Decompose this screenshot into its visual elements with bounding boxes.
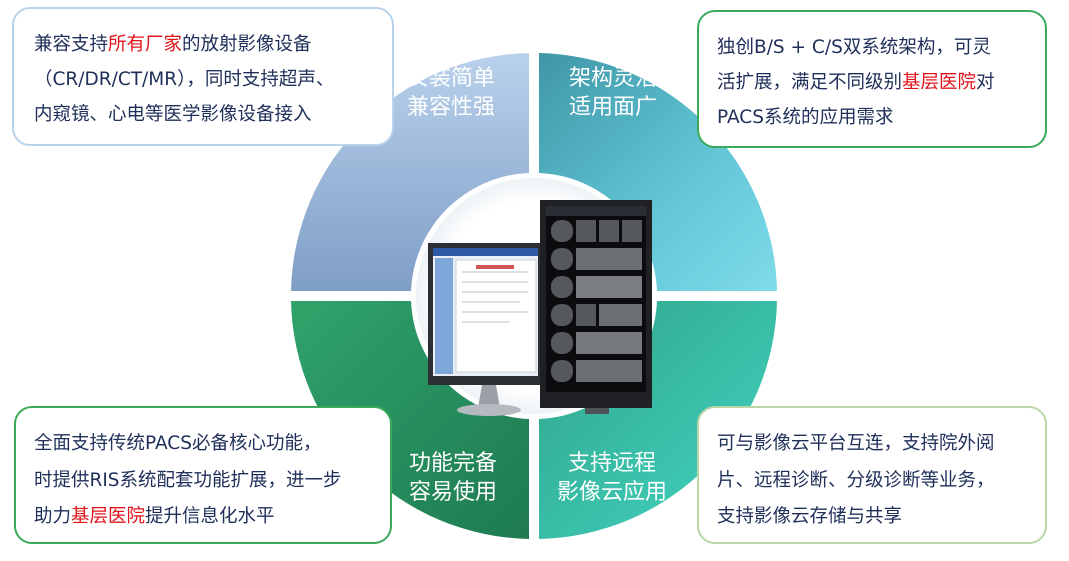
box-text: 助力 [34,506,72,527]
box-text: 提升信息化水平 [145,506,275,527]
box-line: PACS系统的应用需求 [717,107,894,128]
box-text: 对 [976,72,995,93]
box-text: 的放射影像设备 [182,34,312,55]
quadrant-label-bottom-left: 功能完备 容易使用 [404,449,502,507]
box-line: 内窥镜、心电等医学影像设备接入 [34,104,312,125]
box-line: 支持影像云存储与共享 [717,506,903,527]
feature-box-top-right: 独创B/S + C/S双系统架构，可灵 活扩展，满足不同级别基层医院对 PACS… [697,10,1047,148]
highlight-text: 基层医院 [902,72,977,93]
quadrant-bottom-left [291,301,529,539]
quadrant-label-top-right: 架构灵活 适用面广 [564,64,662,122]
box-line: 活扩展，满足不同级别基层医院对 [717,65,995,100]
quadrant-bottom-right [539,301,777,539]
box-line: 全面支持传统PACS必备核心功能， [34,433,322,454]
quadrant-label-bottom-right: 支持远程 影像云应用 [553,449,671,507]
box-line: 时提供RIS系统配套功能扩展，进一步 [34,470,342,491]
monitors-illustration [428,200,652,416]
highlight-text: 基层医院 [71,506,146,527]
highlight-text: 所有厂家 [108,34,183,55]
quadrant-label-line: 支持远程 [567,451,656,476]
quadrant-top-left [291,53,529,291]
quadrant-label-line: 安装简单 [406,66,495,91]
quadrant-label-line: 影像云应用 [556,480,667,505]
box-line: （CR/DR/CT/MR），同时支持超声、 [34,69,335,90]
feature-box-top-left: 兼容支持所有厂家的放射影像设备 （CR/DR/CT/MR），同时支持超声、 内窥… [12,7,394,146]
right-monitor [540,200,652,414]
box-line: 独创B/S + C/S双系统架构，可灵 [717,37,991,58]
box-line: 片、远程诊断、分级诊断等业务， [717,470,995,491]
quadrant-label-line: 适用面广 [568,95,657,120]
quadrant-top-right [539,53,777,291]
box-line: 可与影像云平台互连，支持院外阅 [717,433,995,454]
box-text: 兼容支持 [34,34,109,55]
quadrant-label-line: 容易使用 [408,480,497,505]
quadrant-label-line: 兼容性强 [406,95,495,120]
quadrant-label-line: 架构灵活 [568,66,657,91]
left-monitor [428,243,543,416]
feature-box-bottom-right: 可与影像云平台互连，支持院外阅 片、远程诊断、分级诊断等业务， 支持影像云存储与… [697,406,1047,544]
box-line: 助力基层医院提升信息化水平 [34,499,275,534]
quadrant-label-line: 功能完备 [408,451,497,476]
box-line: 兼容支持所有厂家的放射影像设备 [34,27,312,62]
quadrant-label-top-left: 安装简单 兼容性强 [402,64,500,122]
feature-box-bottom-left: 全面支持传统PACS必备核心功能， 时提供RIS系统配套功能扩展，进一步 助力基… [14,406,392,544]
box-text: 活扩展，满足不同级别 [717,72,903,93]
